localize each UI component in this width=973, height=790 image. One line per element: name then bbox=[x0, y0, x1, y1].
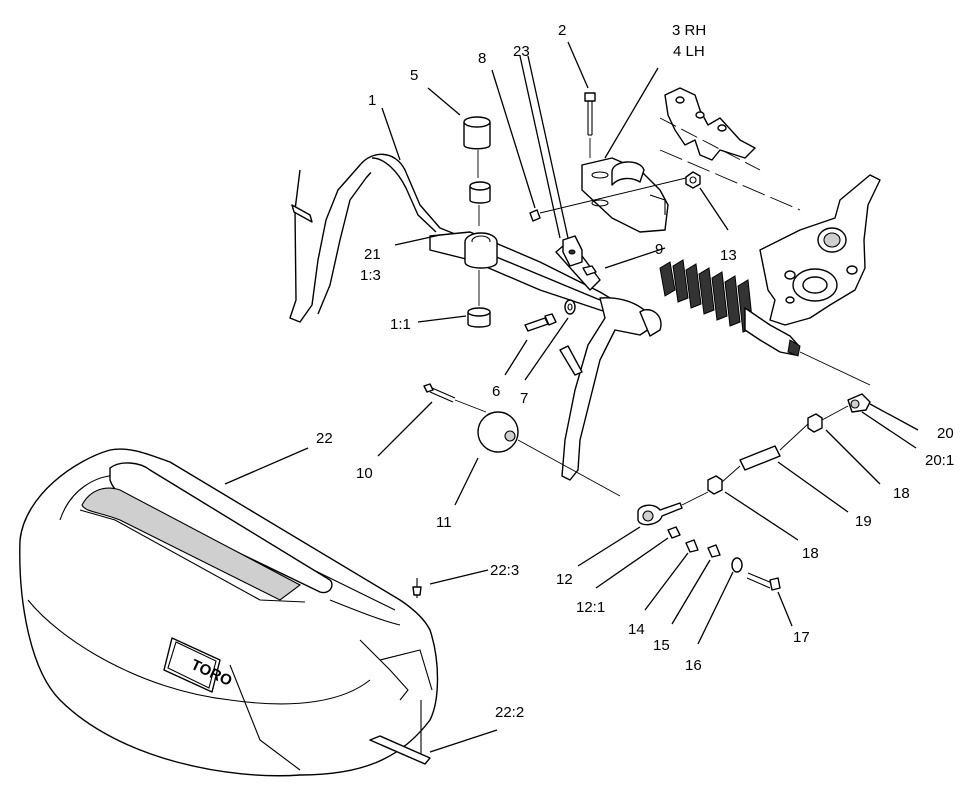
callout-1: 1 bbox=[368, 92, 376, 109]
callout-13: 13 bbox=[720, 247, 737, 264]
callout-15: 15 bbox=[653, 637, 670, 654]
washer-part-7 bbox=[564, 299, 576, 315]
sleeve-part-19 bbox=[739, 445, 781, 471]
screw-part-22-3 bbox=[412, 578, 422, 598]
bushing-part-5 bbox=[463, 116, 491, 204]
bolt-part-10 bbox=[423, 383, 456, 403]
pivot-bracket-part-3-4 bbox=[581, 157, 669, 233]
screw-part-8 bbox=[529, 209, 541, 222]
callout-14: 14 bbox=[628, 621, 645, 638]
callout-18-upper: 18 bbox=[893, 485, 910, 502]
callout-6: 6 bbox=[492, 383, 500, 400]
callout-labels: 1 2 3 RH 4 LH 5 8 23 21 1:3 1:1 6 7 9 13… bbox=[316, 22, 954, 721]
leader-lines bbox=[224, 41, 919, 753]
callout-7: 7 bbox=[520, 390, 528, 407]
cover-part-22: TORO bbox=[19, 448, 439, 777]
callout-10: 10 bbox=[356, 465, 373, 482]
callout-20: 20 bbox=[937, 425, 954, 442]
callout-12: 12 bbox=[556, 571, 573, 588]
callout-19: 19 bbox=[855, 513, 872, 530]
callout-22-3: 22:3 bbox=[490, 562, 519, 579]
compression-spring bbox=[659, 259, 801, 357]
callout-11: 11 bbox=[436, 514, 452, 531]
callout-2: 2 bbox=[558, 22, 566, 39]
bushing-part-1-1 bbox=[467, 307, 491, 328]
spacer-part-12-1 bbox=[667, 526, 681, 539]
spring-mount-plate bbox=[759, 174, 881, 326]
callout-22: 22 bbox=[316, 430, 333, 447]
toro-logo: TORO bbox=[163, 637, 235, 693]
knob-part-11 bbox=[477, 411, 519, 453]
callout-3-rh: 3 RH bbox=[672, 22, 706, 39]
ball-joint-part-20 bbox=[847, 393, 871, 413]
nut-part-13 bbox=[685, 171, 701, 189]
nut-part-18 bbox=[707, 413, 823, 495]
callout-9: 9 bbox=[655, 241, 663, 258]
strip-part-22-2 bbox=[369, 700, 431, 765]
washer-part-16 bbox=[731, 557, 743, 573]
callout-18-lower: 18 bbox=[802, 545, 819, 562]
rod-end-part-12 bbox=[637, 502, 683, 526]
nut-part-9 bbox=[582, 265, 597, 276]
clip-part-23 bbox=[562, 235, 583, 267]
spacer-part-14 bbox=[685, 539, 699, 553]
callout-21: 21 bbox=[364, 246, 381, 263]
callout-17: 17 bbox=[793, 629, 810, 646]
callout-16: 16 bbox=[685, 657, 702, 674]
bolt-part-17 bbox=[746, 572, 781, 591]
callout-12-1: 12:1 bbox=[576, 599, 605, 616]
callout-23: 23 bbox=[513, 43, 530, 60]
callout-5: 5 bbox=[410, 67, 418, 84]
callout-8: 8 bbox=[478, 50, 486, 67]
callout-1-1: 1:1 bbox=[390, 316, 411, 333]
callout-1-3: 1:3 bbox=[360, 267, 381, 284]
nut-part-15 bbox=[707, 544, 721, 558]
callout-4-lh: 4 LH bbox=[673, 43, 705, 60]
callout-22-2: 22:2 bbox=[495, 704, 524, 721]
clevis-pin-part-6 bbox=[524, 313, 557, 332]
bolt-part-2 bbox=[584, 92, 596, 136]
hinge-tab-bracket bbox=[664, 87, 756, 161]
callout-20-1: 20:1 bbox=[925, 452, 954, 469]
